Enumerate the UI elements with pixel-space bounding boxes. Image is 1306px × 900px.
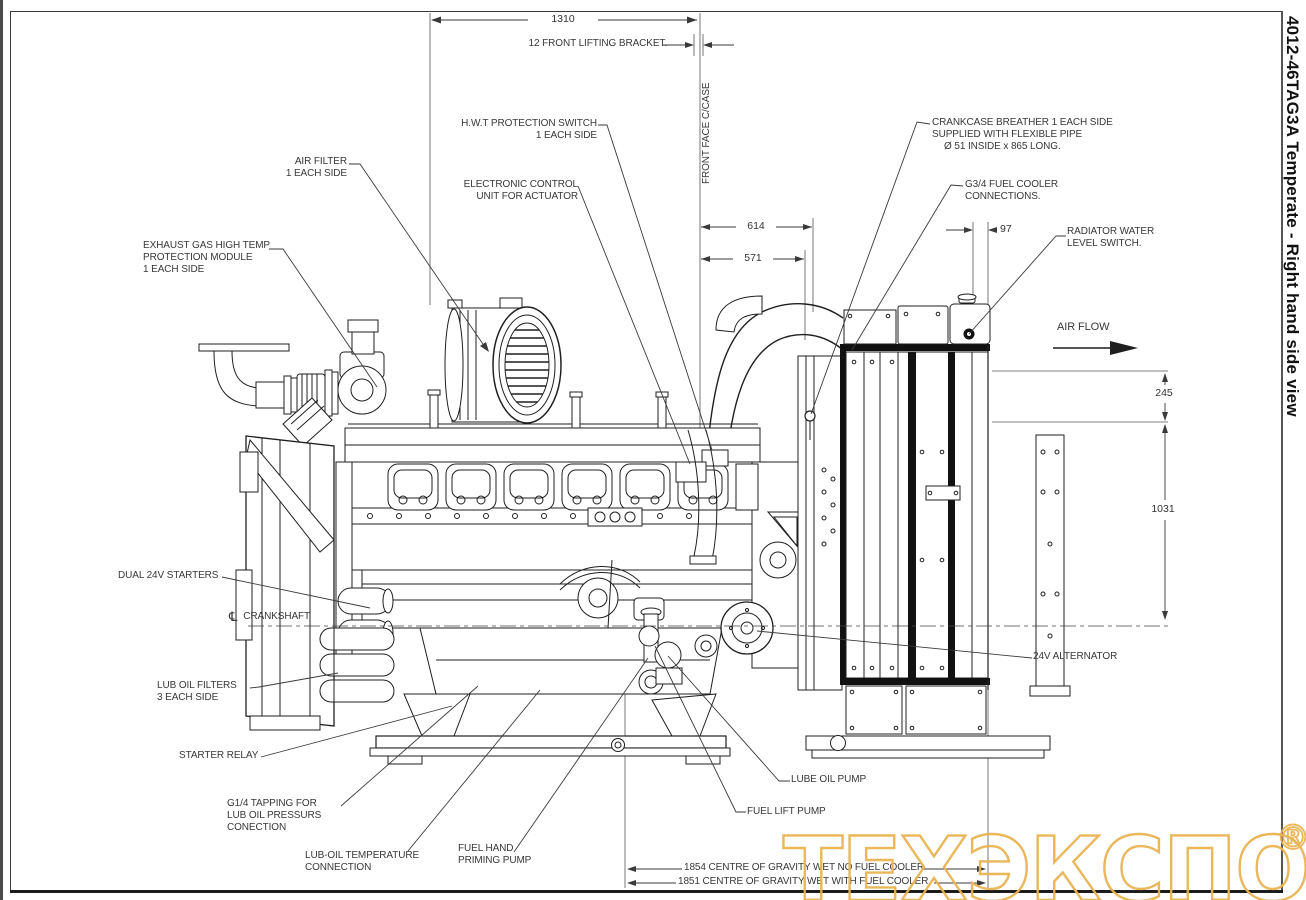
label-cg-no-fuel-cooler: 1854 CENTRE OF GRAVITY WET NO FUEL COOLE… [684, 862, 925, 873]
dim-97: 97 [1000, 223, 1012, 235]
label-dual-24v-starters: DUAL 24V STARTERS [118, 570, 219, 581]
label-air-filter: AIR FILTER 1 EACH SIDE [285, 156, 347, 179]
page-edge-strip [0, 0, 3, 900]
frame-top-line [10, 11, 1281, 12]
label-lub-oil-filters: LUB OIL FILTERS 3 EACH SIDE [157, 680, 237, 703]
dim-245: 245 [1146, 387, 1182, 399]
label-lub-oil-temperature: LUB-OIL TEMPERATURE CONNECTION [305, 850, 420, 873]
dimension-lines [431, 16, 1168, 886]
label-hwt-protection-switch: H.W.T PROTECTION SWITCH 1 EACH SIDE [461, 118, 597, 141]
leader-lines [221, 121, 1066, 853]
frame-left-line [10, 11, 11, 891]
label-crankcase-breather: CRANKCASE BREATHER 1 EACH SIDE SUPPLIED … [932, 117, 1113, 152]
label-starter-relay: STARTER RELAY [179, 750, 259, 761]
label-front-face-ccase: FRONT FACE C/CASE [701, 82, 712, 184]
label-electronic-control-unit: ELECTRONIC CONTROL UNIT FOR ACTUATOR [463, 179, 578, 202]
frame-right-line [1281, 11, 1283, 891]
airflow-arrow [1053, 341, 1138, 355]
label-exhaust-gas-module: EXHAUST GAS HIGH TEMP PROTECTION MODULE … [143, 240, 271, 275]
label-fuel-lift-pump: FUEL LIFT PUMP [747, 806, 826, 817]
label-fuel-cooler-connections: G3/4 FUEL COOLER CONNECTIONS. [965, 179, 1059, 202]
label-cg-with-fuel-cooler: 1851 CENTRE OF GRAVITY WET WITH FUEL COO… [678, 876, 932, 887]
sheet-title-vertical: 4012-46TAG3A Temperate - Right hand side… [1283, 16, 1302, 417]
dim-614: 614 [747, 220, 765, 232]
label-crankshaft: ℄ CRANKSHAFT [229, 609, 311, 624]
radiator-group [797, 293, 1071, 735]
engine-group [198, 295, 1051, 765]
label-g14-tapping: G1/4 TAPPING FOR LUB OIL PRESSURS CONECT… [227, 798, 322, 833]
frame-bottom-line [10, 890, 1283, 893]
dim-571: 571 [744, 252, 762, 264]
label-lube-oil-pump: LUBE OIL PUMP [791, 774, 867, 785]
dim-overall-width: 1310 [551, 13, 575, 25]
label-radiator-water-level-switch: RADIATOR WATER LEVEL SWITCH. [1067, 226, 1155, 249]
label-24v-alternator: 24V ALTERNATOR [1033, 651, 1118, 662]
label-fuel-hand-priming-pump: FUEL HAND PRIMING PUMP [458, 843, 532, 866]
label-front-lifting-bracket: 12 FRONT LIFTING BRACKET. [528, 38, 668, 49]
label-air-flow: AIR FLOW [1057, 321, 1110, 333]
dim-1031: 1031 [1141, 503, 1185, 515]
valve-covers [387, 463, 759, 511]
centerline-icon: ℄ [229, 609, 238, 624]
